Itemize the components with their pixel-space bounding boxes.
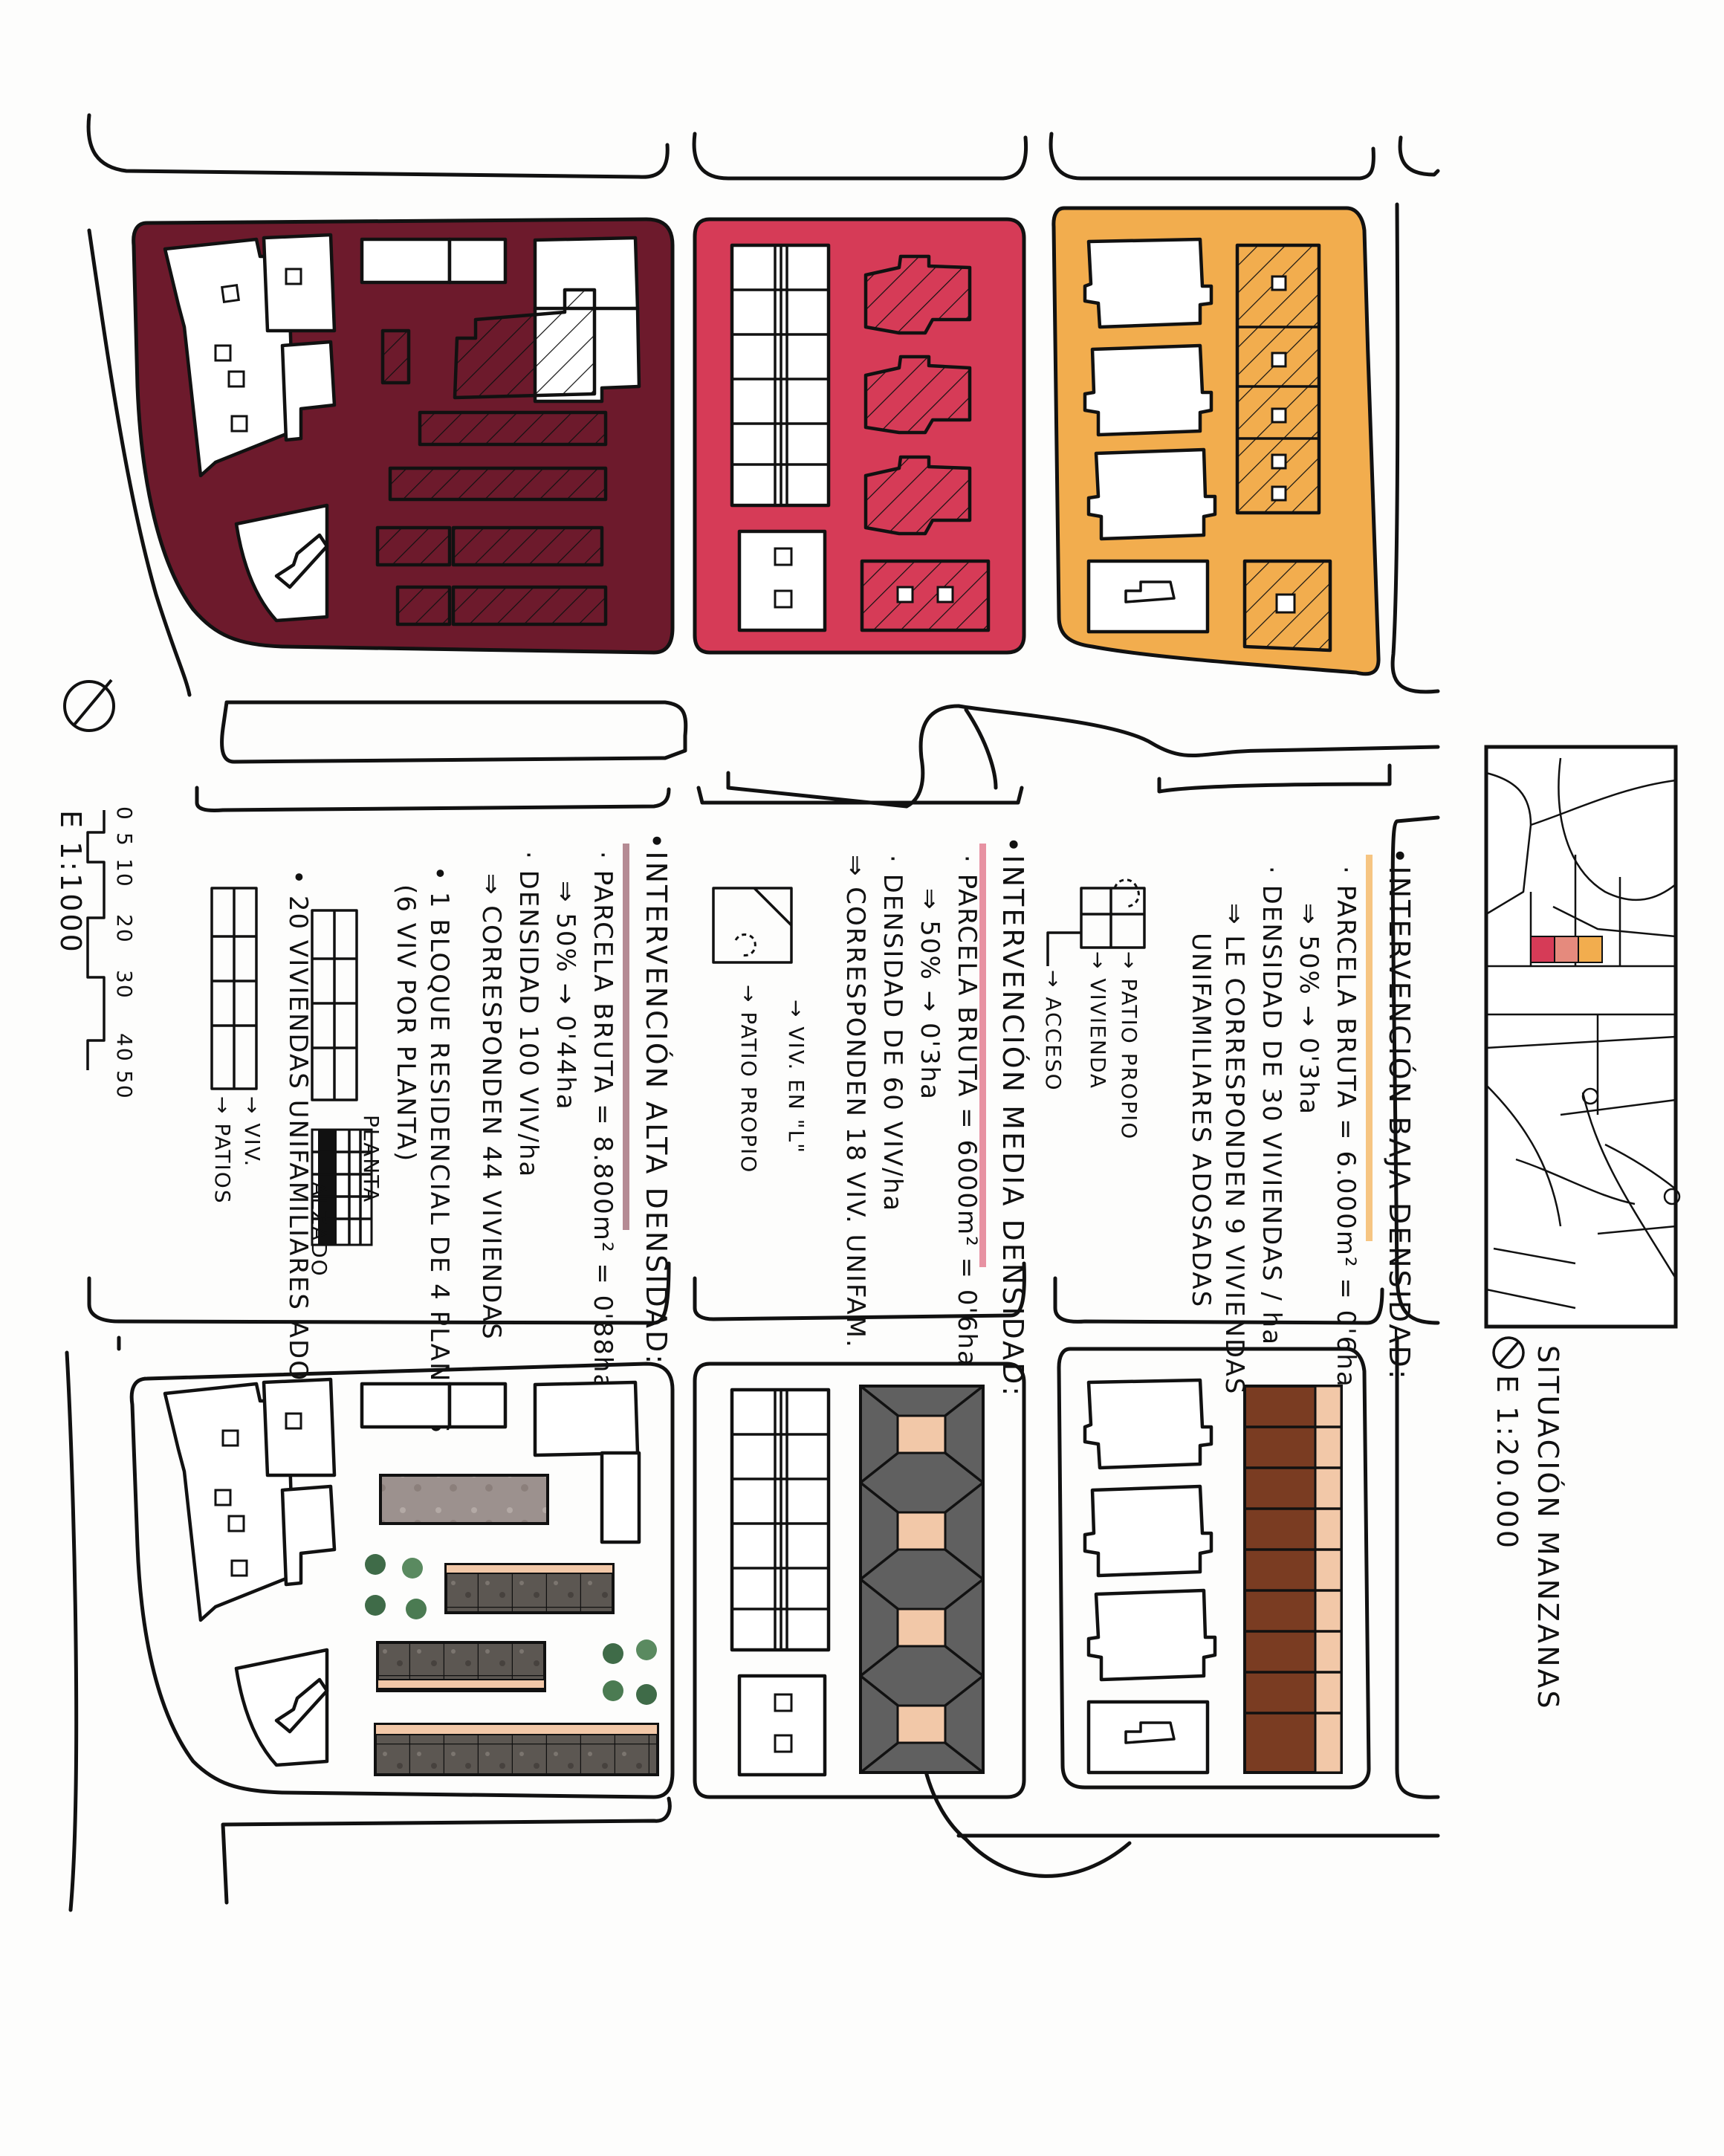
block-medium-density-colored [693, 217, 1026, 655]
note-high-line: ⇒ 50% → 0'44ha [551, 881, 580, 1111]
block-high-density-plan [129, 1362, 675, 1799]
block-high-density-colored [132, 217, 675, 655]
scale-tick: 10 [112, 858, 137, 888]
note-high-line: • 1 BLOQUE RESIDENCIAL DE 4 PLANTAS [424, 866, 454, 1434]
note-medium-line: ⇒ 50% → 0'3ha [915, 888, 944, 1101]
sketch-label: → VIV. [240, 1096, 265, 1168]
sketch-label: → VIVIENDA [1086, 951, 1110, 1090]
low-density-sketch [1046, 878, 1146, 966]
tree-icon [365, 1554, 657, 1705]
notes-high-density: •INTERVENCIÓN ALTA DENSIDAD: · PARCELA B… [210, 832, 673, 1475]
scale-tick: 30 [112, 970, 137, 1000]
scale-bar: 0 5 10 20 30 40 50 [86, 806, 137, 1100]
note-medium-line: ⇒ CORRESPONDEN 18 VIV. UNIFAM. [840, 855, 870, 1349]
notes-low-density: •INTERVENCIÓN BAJA DENSIDAD: · PARCELA B… [1041, 847, 1416, 1395]
note-low-line: · PARCELA BRUTA = 6.000m² = 0'6ha [1331, 866, 1361, 1388]
sketch-label: → PATIO PROPIO [736, 985, 761, 1174]
scale-label: E 1:1000 [54, 810, 87, 954]
note-medium-title: •INTERVENCIÓN MEDIA DENSIDAD: [997, 836, 1029, 1398]
scale-tick: 40 [112, 1033, 137, 1063]
location-compass-icon [1492, 1336, 1525, 1369]
block-low-density-plan [1057, 1347, 1371, 1790]
sketch-label: ALZADO [307, 1182, 331, 1278]
scale-tick: 5 [112, 832, 137, 847]
north-arrow-icon [63, 679, 115, 732]
note-low-line: · DENSIDAD DE 30 VIVIENDAS / ha [1257, 866, 1286, 1346]
middle-streets [87, 763, 1440, 1325]
sketch-label: PLANTA [359, 1115, 383, 1203]
note-medium-line: · DENSIDAD DE 60 VIV/ha [878, 855, 907, 1212]
high-density-sketch-elevation [311, 1128, 373, 1246]
legend: 0 5 10 20 30 40 50 E 1:1000 [54, 679, 137, 1100]
note-high-line: · DENSIDAD 100 VIV/ha [513, 851, 543, 1178]
sketch-label: → ACCESO [1041, 970, 1066, 1092]
note-high-title: •INTERVENCIÓN ALTA DENSIDAD: [640, 832, 673, 1366]
notes-medium-density: •INTERVENCIÓN MEDIA DENSIDAD: · PARCELA … [712, 836, 1029, 1398]
medium-density-sketch [712, 887, 793, 964]
sketch-label: → VIV. EN "L" [784, 1000, 808, 1154]
note-low-line: UNIFAMILIARES ADOSADAS [1186, 933, 1216, 1308]
location-scale: E 1:20.000 [1491, 1375, 1523, 1550]
high-density-sketch-plan [210, 887, 358, 1101]
scale-tick: 20 [112, 914, 137, 944]
bottom-streets [65, 1336, 1440, 1912]
note-high-line: · PARCELA BRUTA = 8.800m² = 0'88ha [588, 851, 618, 1391]
location-title: SITUACIÓN MANZANAS [1532, 1345, 1564, 1711]
block-low-density-colored [1051, 206, 1381, 676]
location-map [1484, 745, 1681, 1329]
scale-tick: 50 [112, 1070, 137, 1100]
sketch-label: → PATIOS [210, 1096, 235, 1205]
sketch-label: → PATIO PROPIO [1117, 951, 1141, 1140]
note-medium-line: · PARCELA BRUTA = 6000m² = 0'6ha [952, 855, 982, 1367]
top-streets [86, 113, 1440, 809]
note-low-title: •INTERVENCIÓN BAJA DENSIDAD: [1383, 847, 1416, 1382]
scale-tick: 0 [112, 806, 137, 821]
note-high-line: ⇒ CORRESPONDEN 44 VIVIENDAS [476, 873, 506, 1341]
block-medium-density-plan [693, 1362, 1026, 1799]
note-high-line: (6 VIV POR PLANTA) [391, 884, 421, 1162]
note-low-line: ⇒ 50% → 0'3ha [1294, 903, 1323, 1116]
note-low-line: ⇒ LE CORRESPONDEN 9 VIVIENDAS [1219, 903, 1249, 1395]
